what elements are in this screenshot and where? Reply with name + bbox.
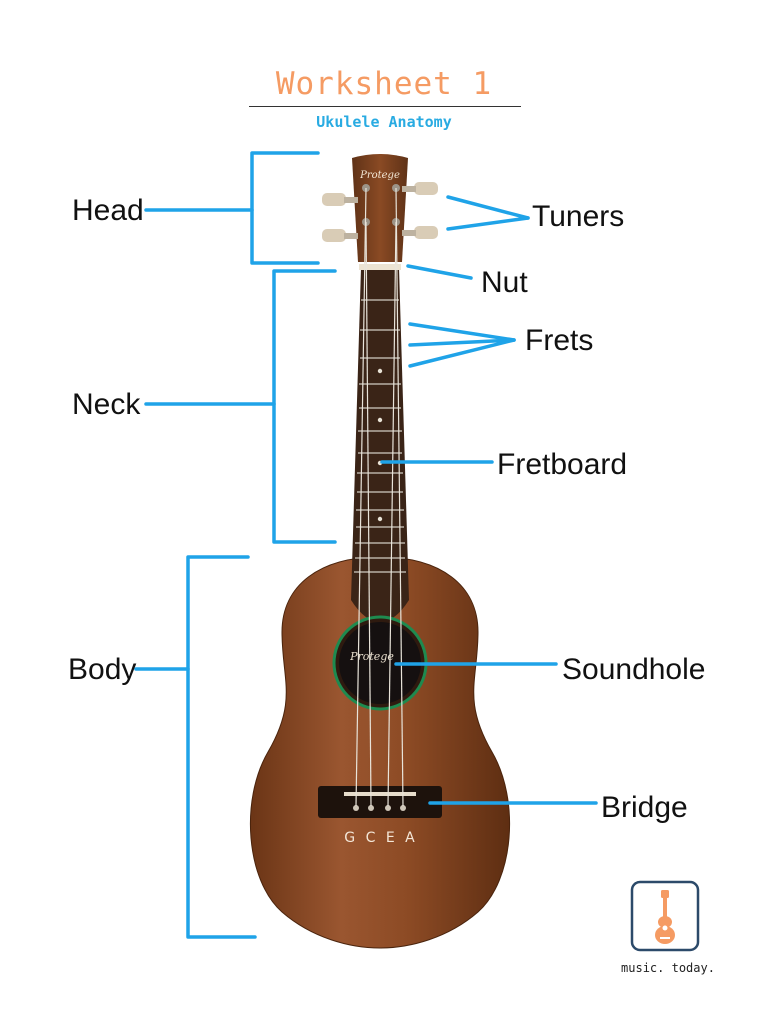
neck-bracket [272, 269, 337, 544]
bridge-string-ties [353, 805, 406, 811]
nut-leader [406, 264, 473, 280]
tuner-pegs [322, 182, 438, 242]
label-body: Body [68, 653, 136, 686]
title-divider [249, 106, 521, 107]
label-head: Head [72, 194, 144, 227]
label-tuners: Tuners [532, 200, 624, 233]
brand-logo [630, 880, 700, 952]
ukulele-illustration: Protege Protege [249, 154, 511, 949]
head-bracket [250, 151, 320, 265]
body-bracket [186, 555, 257, 939]
frets-leader-1 [408, 322, 516, 342]
label-soundhole: Soundhole [562, 653, 705, 686]
tuners-leader-top [446, 195, 530, 220]
fret-wires [354, 299, 406, 573]
ukulele-body [249, 556, 511, 949]
page-title: Worksheet 1 [275, 66, 493, 102]
ukulele-bridge [318, 786, 442, 818]
label-nut: Nut [481, 266, 528, 299]
brand-name: music. today. [621, 961, 715, 975]
label-fretboard: Fretboard [497, 448, 627, 481]
label-bridge: Bridge [601, 791, 688, 824]
ukulele-soundhole: Protege [332, 615, 428, 711]
headstock-brand: Protege [359, 170, 400, 181]
page-subtitle: Ukulele Anatomy [316, 113, 452, 131]
ukulele-icon [655, 890, 675, 944]
bridge-saddle [344, 792, 416, 796]
label-frets: Frets [525, 324, 593, 357]
ukulele-strings [355, 187, 404, 807]
fret-markers [377, 368, 383, 522]
label-neck: Neck [72, 388, 141, 421]
leader-lines [134, 151, 598, 939]
tuners-leader-bottom [446, 216, 530, 231]
ukulele-nut [359, 264, 401, 270]
frets-leader-3 [408, 338, 516, 368]
strings-label: G C E A [344, 830, 417, 846]
soundhole-brand: Protege [349, 650, 394, 663]
frets-leader-2 [408, 338, 516, 347]
